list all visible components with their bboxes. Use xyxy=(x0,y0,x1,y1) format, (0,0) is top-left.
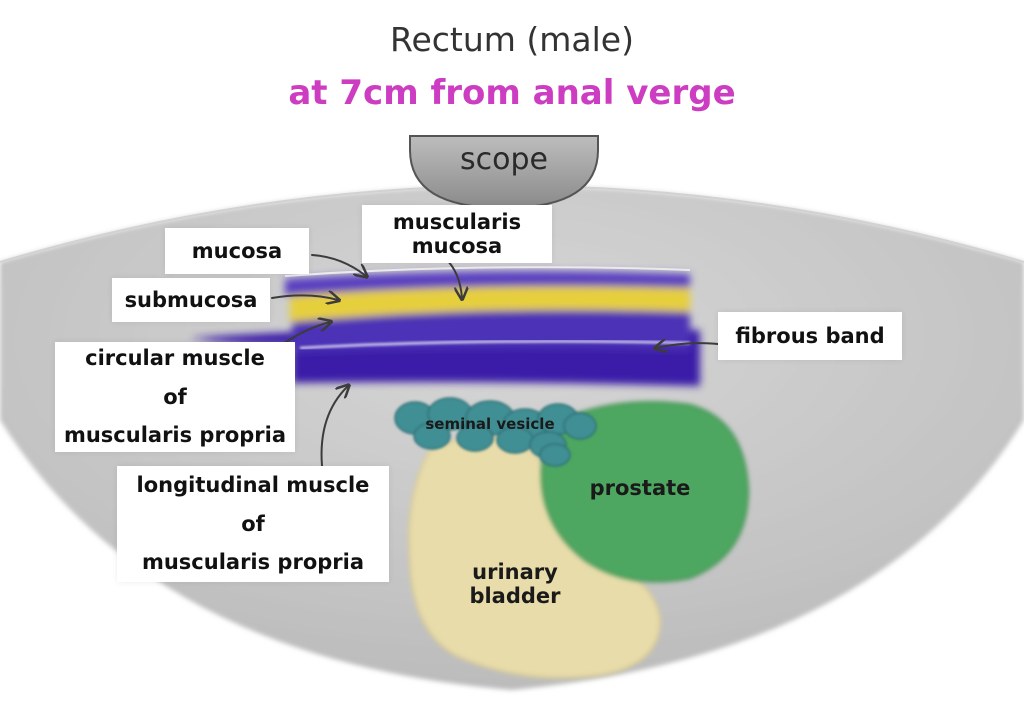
fibrous-band-label: fibrous band xyxy=(718,312,902,360)
mucosa-surface-line xyxy=(284,266,691,277)
prostate-label: prostate xyxy=(589,476,691,500)
prostate-shape xyxy=(540,401,750,583)
fibrous-band-line xyxy=(299,340,691,350)
muscularis-mucosa-label: muscularis mucosa xyxy=(362,205,552,263)
mucosa-band xyxy=(285,270,690,296)
mucosa-label: mucosa xyxy=(165,228,309,274)
longitudinal-muscle-label: longitudinal muscle of muscularis propri… xyxy=(117,466,389,582)
submucosa-label: submucosa xyxy=(112,278,270,322)
submucosa-band xyxy=(290,281,690,322)
mucosa-arrow xyxy=(311,254,366,276)
seminal-vesicle-label: seminal vesicle xyxy=(425,415,555,433)
scope-label: scope xyxy=(460,142,548,177)
rectal-wall-layers xyxy=(190,270,700,386)
seminal-vesicle-shape xyxy=(394,397,597,467)
urinary-bladder-label: urinary bladder xyxy=(469,560,561,609)
page-subtitle: at 7cm from anal verge xyxy=(288,73,736,113)
longitudinal-muscle-arrow xyxy=(320,386,348,467)
circular-muscle-label: circular muscle of muscularis propria xyxy=(55,342,295,452)
submucosa-arrow xyxy=(271,295,338,300)
page-title: Rectum (male) xyxy=(390,20,634,59)
